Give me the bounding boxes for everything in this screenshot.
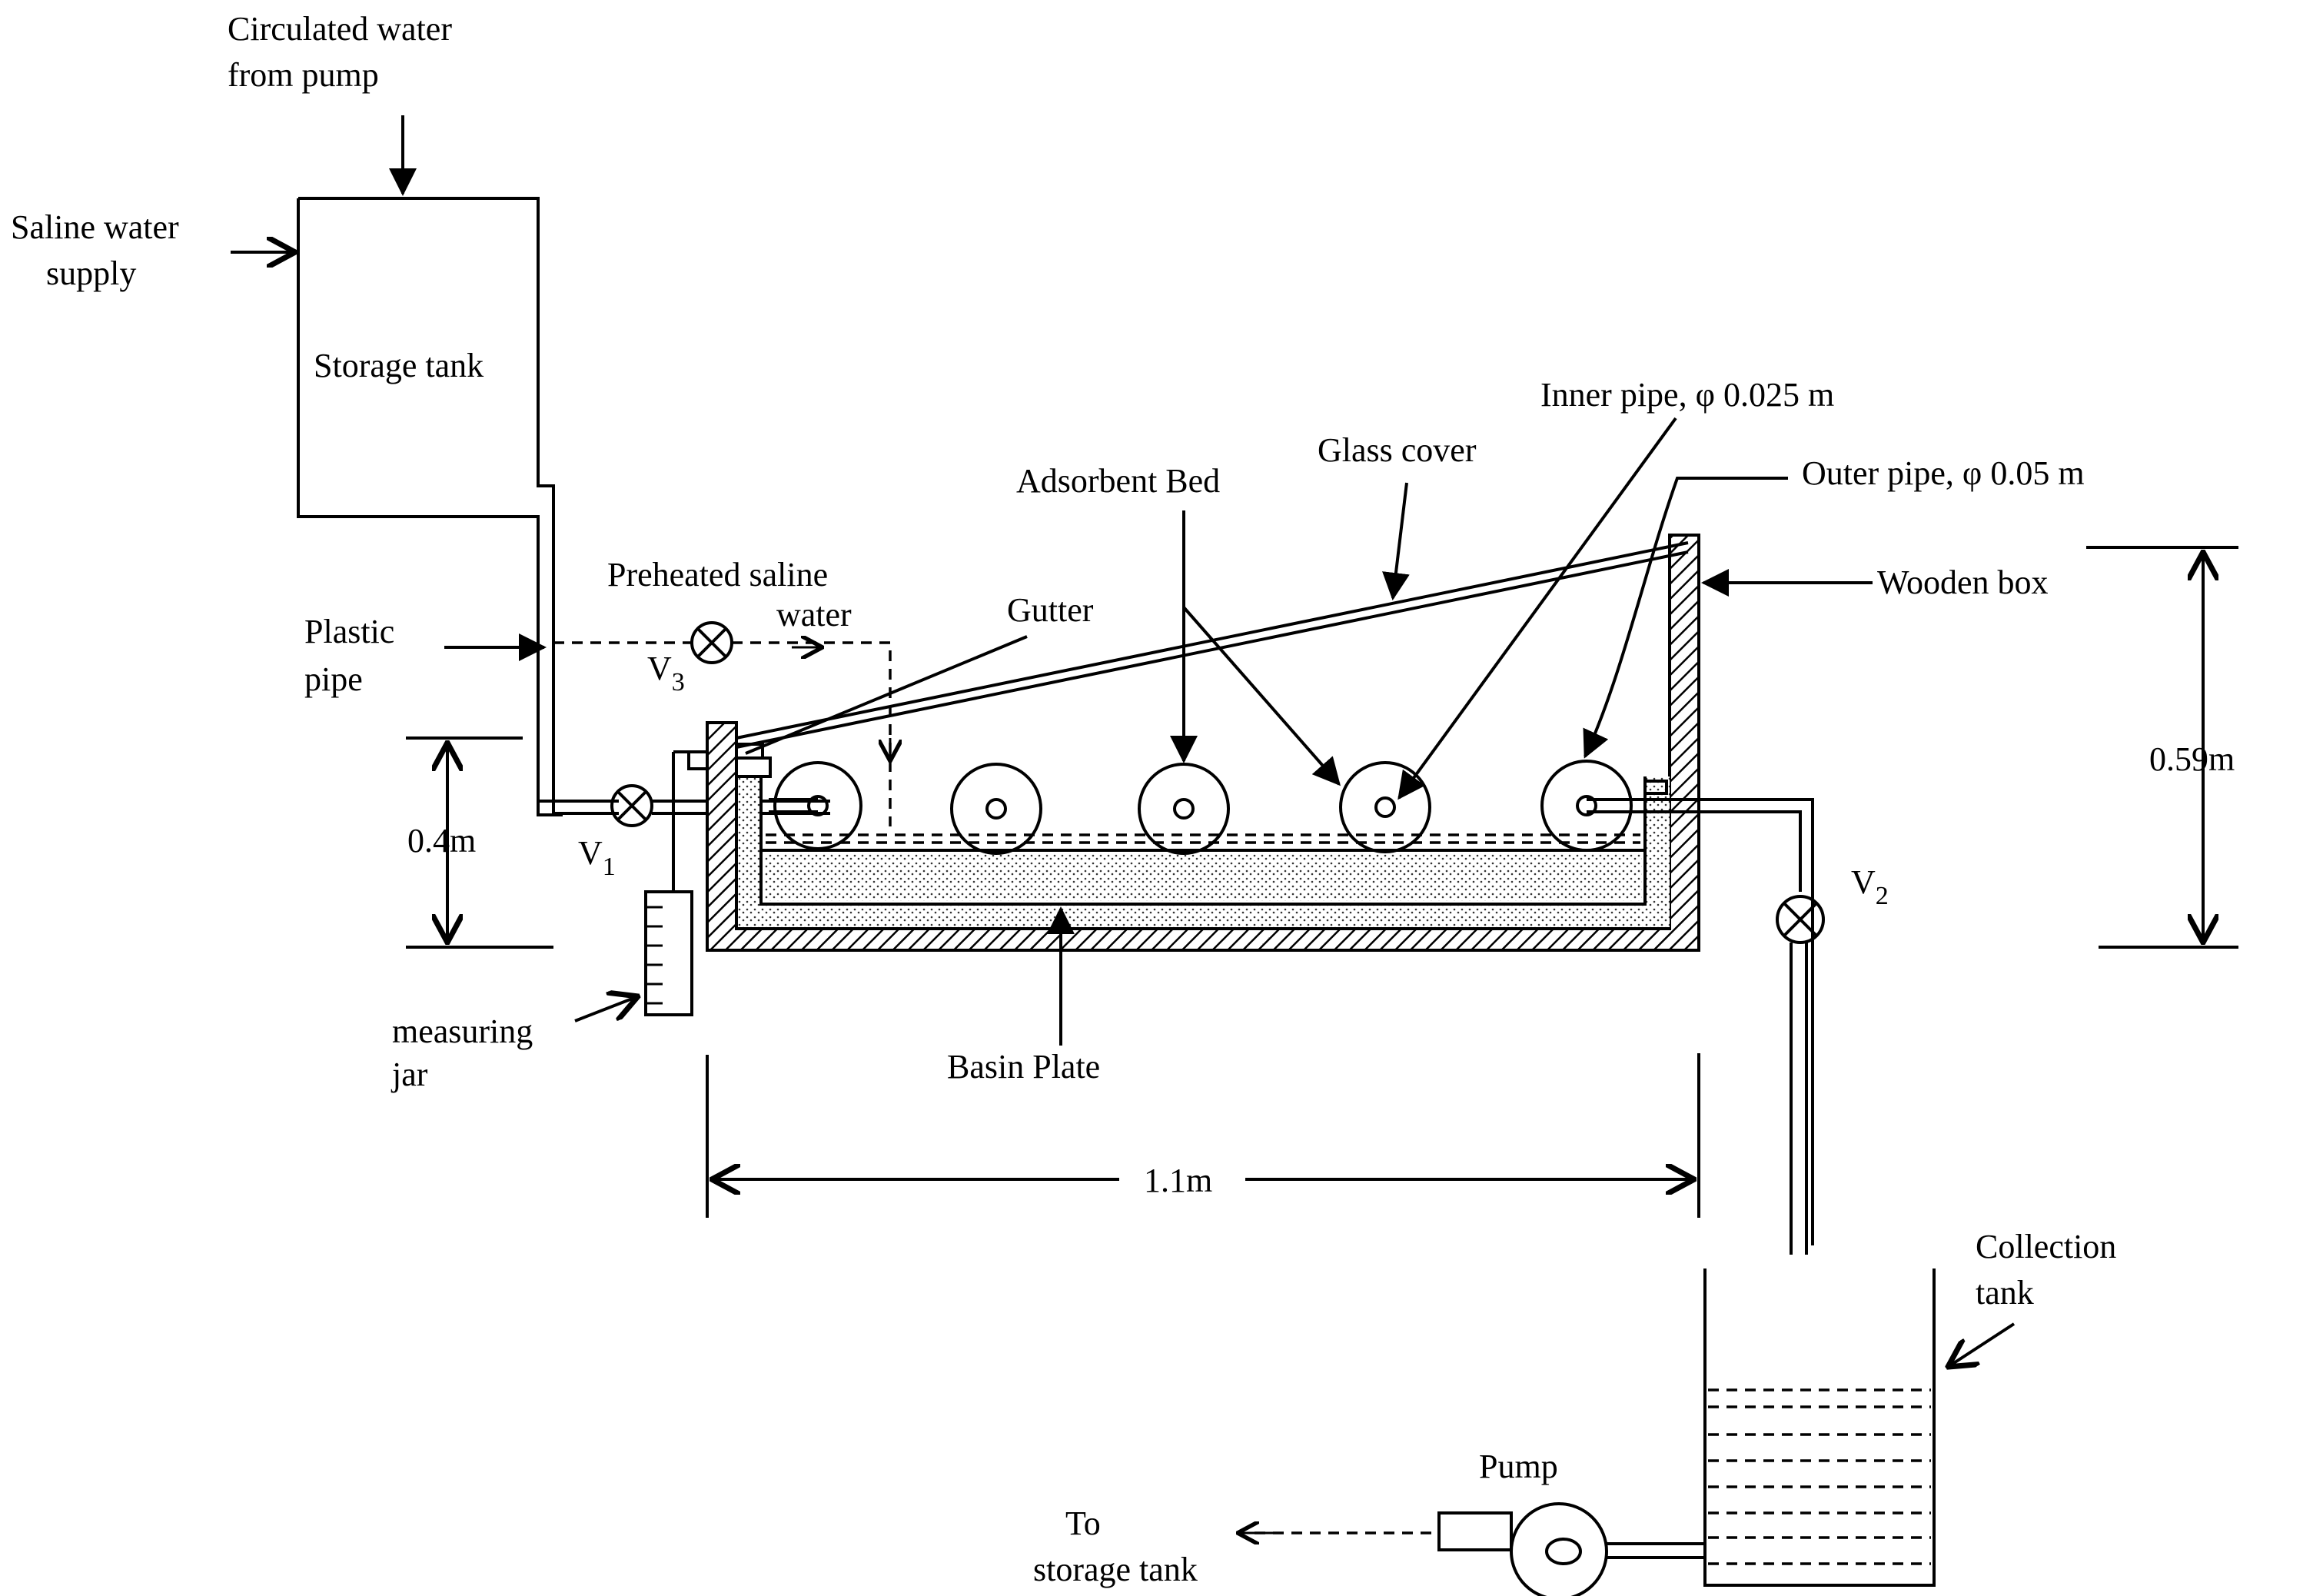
glass-cover-arrow — [1382, 482, 1410, 600]
valve-v2[interactable] — [1776, 895, 1825, 944]
height-04-label: 0.4m — [407, 822, 476, 860]
storage-tank — [297, 197, 619, 816]
measuring-jar-label: measuring jar — [390, 1012, 541, 1093]
wooden-box-label: Wooden box — [1877, 564, 2049, 601]
valve-v3[interactable] — [690, 621, 733, 664]
to-storage-label: To storage tank — [1033, 1505, 1198, 1588]
gutter-arrow — [745, 635, 1028, 755]
height-059-label: 0.59m — [2149, 740, 2235, 778]
pump-label: Pump — [1479, 1448, 1558, 1485]
preheated-label: Preheated saline water — [607, 556, 852, 633]
outer-pipe-arrow — [1583, 477, 1788, 759]
basin-plate-label: Basin Plate — [947, 1048, 1100, 1086]
measuring-jar-arrow — [574, 996, 638, 1022]
adsorbent-bed-label: Adsorbent Bed — [1016, 462, 1220, 500]
storage-tank-label: Storage tank — [314, 347, 484, 384]
glass-cover — [736, 541, 1689, 749]
plastic-pipe — [537, 517, 619, 803]
adsorbent-bed-2 — [950, 763, 1042, 855]
circulated-water-label: Circulated water from pump — [228, 10, 460, 94]
width-dimension-11 — [706, 1053, 1700, 1218]
width-11-label: 1.1m — [1144, 1162, 1212, 1199]
valve-v2-label: V2 — [1851, 863, 1889, 910]
adsorbent-bed-3 — [1138, 763, 1230, 855]
adsorbent-bed-1 — [773, 761, 862, 850]
collection-tank — [1703, 1268, 1936, 1587]
height-dimension-04 — [406, 736, 553, 949]
collection-tank-label: Collection tank — [1976, 1228, 2125, 1312]
plastic-pipe-label: Plastic pipe — [304, 613, 403, 698]
saline-supply-label: Saline water supply — [11, 208, 188, 292]
valve-v1-label: V1 — [578, 834, 616, 881]
adsorbent-bed-4 — [1339, 761, 1431, 853]
valve-v3-label: V3 — [647, 650, 685, 697]
gutter-label: Gutter — [1007, 591, 1094, 629]
inner-pipe-arrow — [1397, 417, 1677, 800]
collection-tank-arrow — [1948, 1322, 2016, 1367]
height-dimension-059 — [2086, 546, 2238, 949]
glass-cover-label: Glass cover — [1318, 431, 1477, 469]
pump — [1437, 1502, 1705, 1596]
valve-v1[interactable] — [610, 784, 653, 827]
adsorbent-bed-5 — [1540, 760, 1633, 852]
preheated-line — [553, 641, 892, 826]
measuring-jar — [644, 752, 723, 1016]
outer-pipe-label: Outer pipe, φ 0.05 m — [1802, 454, 2085, 492]
wooden-box — [706, 534, 1700, 952]
inner-pipe-label: Inner pipe, φ 0.025 m — [1540, 376, 1834, 414]
